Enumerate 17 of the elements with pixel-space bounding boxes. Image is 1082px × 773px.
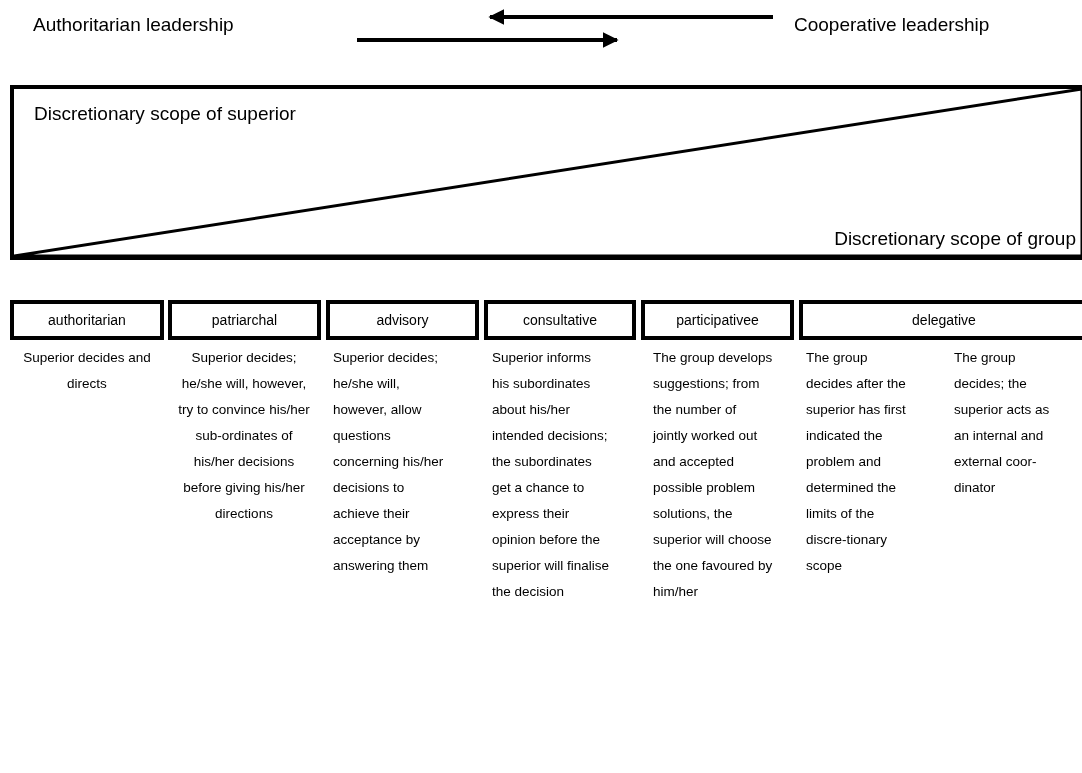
- description-text: The group develops suggestions; from the number of jointly worked out and accepted possible problem solutions, the superior will choose the one favoured by him/her: [653, 349, 773, 601]
- region-label: Discretionary scope of group: [834, 228, 1076, 250]
- style-box: authoritarian: [10, 300, 164, 340]
- style-box: participativee: [641, 300, 794, 340]
- heading-text: Authoritarian leadership: [33, 14, 234, 36]
- description-text: The group decides; the superior acts as an internal and external coor-dinator: [954, 349, 1051, 497]
- style-box: patriarchal: [168, 300, 321, 340]
- description-text: Superior decides; he/she will, however, try to convince his/her sub-ordinates of his/her decisions before giving his/her directions: [178, 349, 310, 523]
- style-box: delegative: [799, 300, 1082, 340]
- style-box: consultative: [484, 300, 636, 340]
- style-box: advisory: [326, 300, 479, 340]
- description-text: The group decides after the superior has first indicated the problem and determined the limits of the discre-tionary scope: [806, 349, 907, 575]
- description-text: Superior informs his subordinates about his/her intended decisions; the subordinates get a chance to express their opinion before the superior will finalise the decision: [492, 349, 611, 601]
- region-label: Discretionary scope of superior: [34, 103, 296, 125]
- description-text: Superior decides; he/she will, however, allow questions concerning his/her decisions to achieve their acceptance by answering them: [333, 349, 445, 575]
- description-text: Superior decides and directs: [22, 349, 152, 393]
- heading-text: Cooperative leadership: [794, 14, 990, 36]
